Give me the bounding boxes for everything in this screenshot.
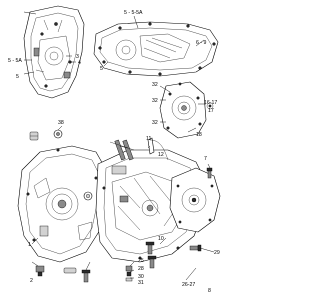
callout-32-a: 32 (152, 82, 158, 88)
bearing-small (83, 191, 93, 201)
callout-3: 3 (76, 54, 79, 60)
callout-leader-lines-transmission-cover (159, 85, 206, 133)
right-crankcase-cover (93, 21, 219, 77)
callout-6-9: 6 - 9 (196, 40, 206, 46)
callout-5-left: 5 (16, 74, 19, 80)
callout-5-5a-left: 5 - 5A (8, 58, 22, 64)
callout-29: 29 (214, 250, 220, 256)
callout-28: 28 (138, 266, 144, 272)
dowel-pin-upper-left (29, 131, 39, 141)
callout-leader-lines-lower (31, 125, 215, 281)
callout-7: 7 (204, 156, 207, 162)
callout-leader-lines-left-cover (23, 11, 76, 75)
callout-38: 38 (58, 120, 64, 126)
oil-drain-plug-left (35, 265, 45, 277)
gearbox-cover-right (169, 167, 221, 233)
oil-seal-ring (206, 102, 214, 110)
bolt-bottom-left (81, 269, 91, 283)
callout-17: 17 (208, 108, 214, 114)
callout-32-c: 32 (152, 120, 158, 126)
callout-32-b: 32 (152, 98, 158, 104)
callout-2: 2 (30, 278, 33, 284)
callout-leader-lines-right-cover (103, 15, 205, 67)
callout-26-27: 26-27 (182, 282, 195, 288)
bolt-set-bottom-right (145, 241, 157, 269)
callout-4: 4 (78, 60, 81, 66)
left-crankcase-cover (23, 5, 85, 99)
callout-11: 11 (146, 136, 151, 142)
callout-8: 8 (208, 288, 211, 294)
breather-pipe (147, 137, 169, 161)
stud-bolts (109, 139, 135, 161)
callout-31: 31 (138, 280, 144, 286)
callout-16-17: 16-17 (204, 100, 217, 106)
callout-18: 18 (196, 132, 202, 138)
bolt-right-side (189, 244, 202, 252)
callout-labels: 5 - 5-5A 6 - 9 5 - 5A 5 3 4 5 32 32 16-1… (8, 10, 220, 294)
callout-5-mid: 5 (100, 66, 103, 72)
oil-strainer-cap (53, 129, 63, 139)
callout-5-5-5a: 5 - 5-5A (124, 10, 143, 16)
callout-10: 10 (158, 236, 164, 242)
callout-25: 25 (138, 258, 144, 264)
gasket-bottom-left (63, 267, 77, 274)
callout-30: 30 (138, 274, 144, 280)
transmission-cover (159, 81, 207, 139)
screw-far-right (206, 167, 213, 179)
crankcase-left-half (17, 145, 107, 263)
crankcase-exploded-diagram: 5 - 5-5A 6 - 9 5 - 5A 5 3 4 5 32 32 16-1… (8, 5, 221, 294)
washer-set-bottom (125, 265, 133, 282)
callout-12: 12 (158, 152, 164, 158)
callout-1: 1 (28, 242, 31, 248)
